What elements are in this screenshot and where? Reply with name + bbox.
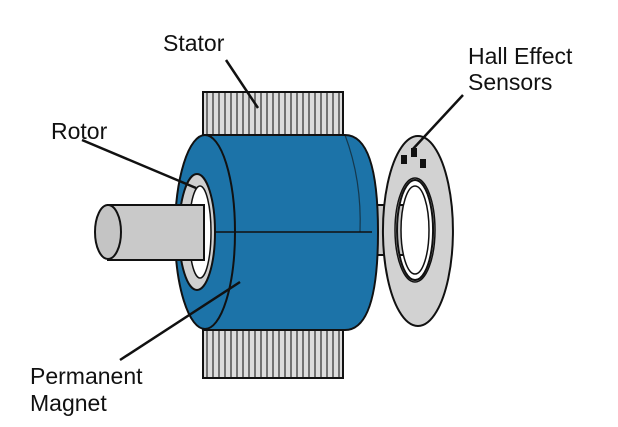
hall-sensor-ring <box>381 135 454 327</box>
permanent-magnet-label-line2: Magnet <box>30 390 107 416</box>
hall-sensor-chip-1 <box>401 155 407 164</box>
hall-effect-label-line1: Hall Effect <box>468 43 573 69</box>
rotor-label: Rotor <box>51 118 108 144</box>
stator-top <box>202 91 344 143</box>
permanent-magnet-label-line1: Permanent <box>30 363 143 389</box>
hall-sensor-chip-2 <box>411 148 417 157</box>
stator-label: Stator <box>163 30 225 56</box>
stator-leader-line <box>224 59 260 109</box>
shaft-left <box>94 204 205 261</box>
hall-leader-line <box>411 94 464 151</box>
magnet-leader-line <box>119 280 241 362</box>
hall-effect-label-line2: Sensors <box>468 69 553 95</box>
stator-bottom <box>202 329 344 379</box>
rotor-leader-line <box>81 138 197 190</box>
hall-sensor-chip-3 <box>420 159 426 168</box>
